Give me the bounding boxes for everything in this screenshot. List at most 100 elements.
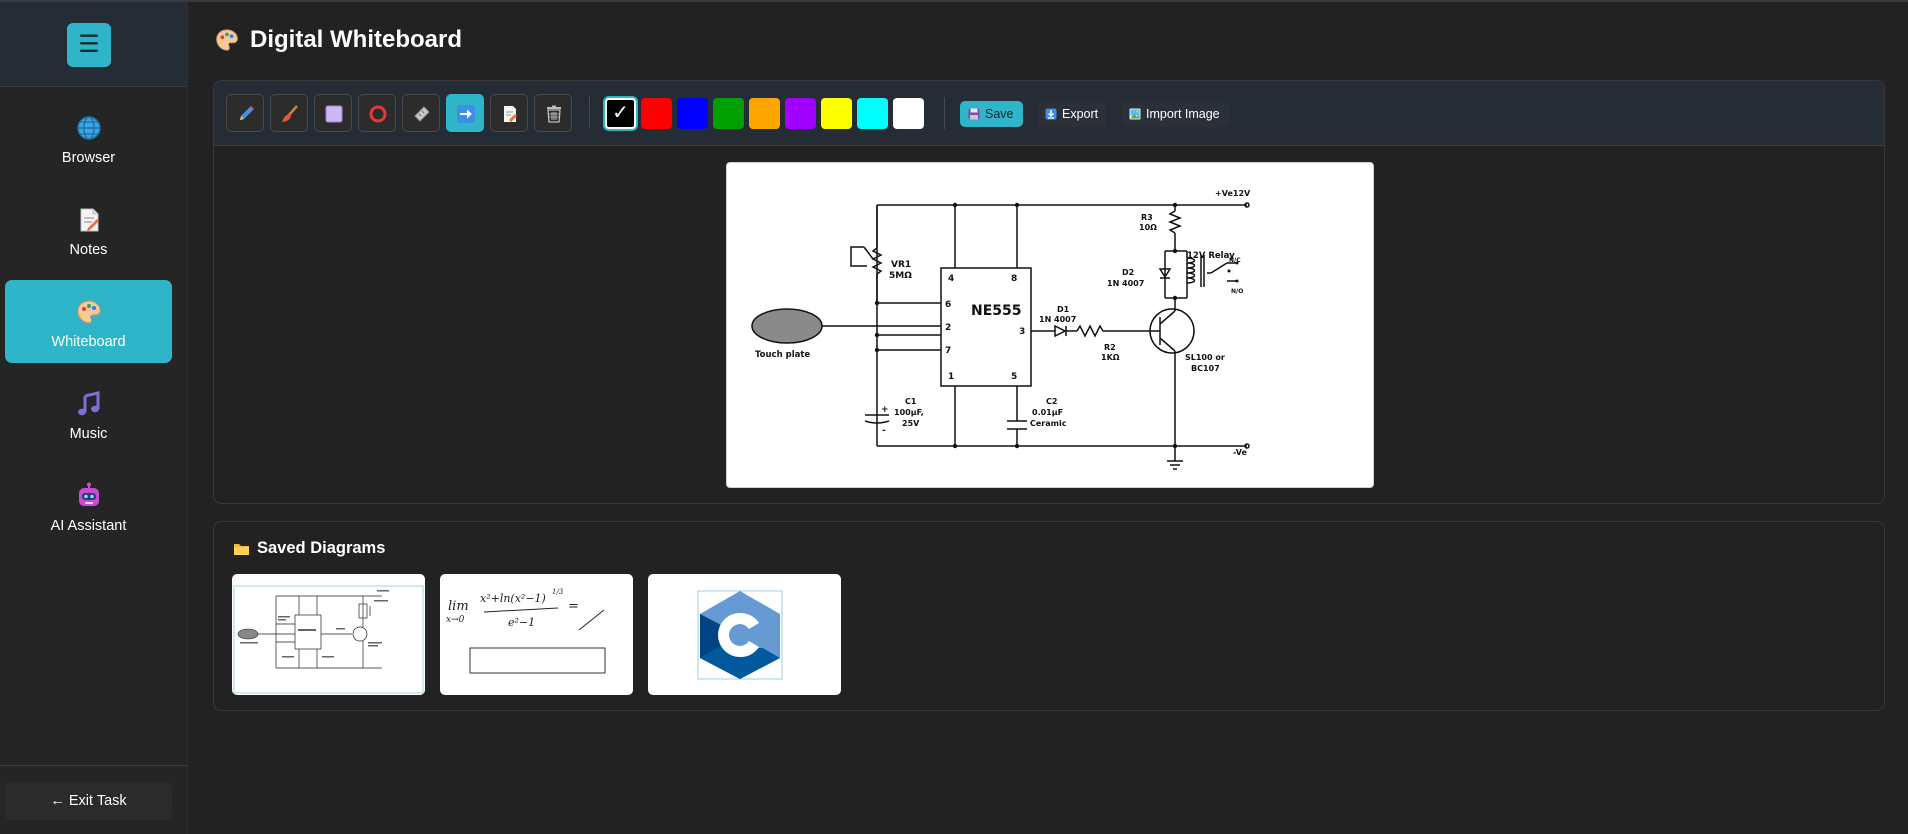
formula-exponent: 1/3 [552, 588, 564, 596]
arrow-tool-button[interactable] [446, 94, 484, 132]
sidebar-item-ai-assistant[interactable]: AI Assistant [5, 464, 172, 547]
brush-icon [282, 105, 298, 122]
saved-diagrams-panel: Saved Diagrams [213, 521, 1885, 711]
c1-value: 100µF, [894, 408, 924, 417]
text-icon [504, 106, 517, 122]
arrow-icon [457, 105, 475, 123]
sidebar-item-label: Browser [61, 150, 116, 166]
sidebar-item-label: AI Assistant [50, 518, 127, 534]
formula-numerator: x²+ln(x²−1) [480, 592, 546, 605]
toolbar-separator [944, 97, 945, 129]
c1-voltage: 25V [902, 419, 920, 428]
page-title: Digital Whiteboard [214, 24, 462, 56]
color-swatch-cyan[interactable] [857, 98, 888, 129]
pin-label: 5 [1011, 372, 1017, 382]
line-icon [414, 106, 430, 122]
exit-task-button[interactable]: ← Exit Task [5, 782, 172, 820]
menu-toggle-button[interactable]: ☰ [67, 23, 111, 67]
pen-icon [240, 106, 254, 120]
text-tool-button[interactable] [490, 94, 528, 132]
r3-value: 10Ω [1139, 223, 1157, 232]
saved-diagrams-title: Saved Diagrams [233, 539, 385, 558]
saved-diagram-thumbnail[interactable] [232, 574, 425, 695]
circuit-diagram: NE555 4 8 6 2 7 3 1 5 +Ve12V -Ve VR1 5MΩ… [751, 189, 1251, 470]
ic-name-label: NE555 [971, 303, 1022, 319]
palette-icon [76, 300, 101, 324]
transistor-label: SL100 or [1185, 353, 1225, 362]
color-swatch-black[interactable]: ✓ [605, 98, 636, 129]
palette-icon [216, 29, 238, 51]
d2-label: D2 [1122, 268, 1134, 277]
c1-plus-label: + [881, 405, 889, 415]
trash-icon [547, 105, 561, 123]
sidebar-item-label: Whiteboard [51, 334, 126, 350]
globe-icon [76, 116, 101, 140]
sidebar-item-label: Music [69, 426, 108, 442]
color-swatch-red[interactable] [641, 98, 672, 129]
c2-value: 0.01µF [1032, 408, 1063, 417]
save-button[interactable]: Save [960, 101, 1023, 127]
c2-type: Ceramic [1030, 419, 1067, 428]
sidebar-item-music[interactable]: Music [5, 372, 172, 455]
transistor-label: BC107 [1191, 364, 1220, 373]
circuit-thumbnail [233, 585, 424, 694]
circle-icon [369, 105, 387, 123]
download-icon [1045, 108, 1057, 120]
d1-label: D1 [1057, 305, 1070, 314]
folder-icon [234, 544, 249, 555]
save-button-label: Save [985, 107, 1014, 121]
c1-minus-label: - [882, 426, 886, 436]
saved-diagram-thumbnail[interactable] [648, 574, 841, 695]
toolbar-separator [589, 97, 590, 129]
sidebar-item-notes[interactable]: Notes [5, 188, 172, 271]
vr1-value: 5MΩ [889, 271, 912, 281]
brush-tool-button[interactable] [270, 94, 308, 132]
saved-diagram-thumbnail[interactable]: lim x→0 x²+ln(x²−1) 1/3 e²−1 = [440, 574, 633, 695]
d1-value: 1N 4007 [1039, 315, 1076, 324]
sidebar-item-label: Notes [69, 242, 108, 258]
whiteboard-panel: ✓ Save Export [213, 80, 1885, 504]
saved-diagrams-title-text: Saved Diagrams [257, 539, 386, 557]
drawing-canvas[interactable]: NE555 4 8 6 2 7 3 1 5 +Ve12V -Ve VR1 5MΩ… [726, 162, 1374, 488]
pin-label: 8 [1011, 274, 1017, 284]
picture-icon [1129, 108, 1141, 120]
export-button[interactable]: Export [1037, 101, 1108, 127]
formula-thumbnail: lim x→0 x²+ln(x²−1) 1/3 e²−1 = [446, 588, 606, 674]
vr1-label: VR1 [891, 260, 911, 270]
toolbar: ✓ Save Export [214, 81, 1884, 146]
c1-label: C1 [905, 397, 917, 406]
relay-nc-label: N/C [1229, 257, 1241, 264]
selected-check-icon: ✓ [612, 102, 629, 124]
color-swatch-purple[interactable] [785, 98, 816, 129]
r2-label: R2 [1104, 343, 1116, 352]
pen-tool-button[interactable] [226, 94, 264, 132]
color-swatch-green[interactable] [713, 98, 744, 129]
robot-icon [78, 482, 99, 506]
sidebar-header: ☰ [0, 2, 187, 87]
touch-plate-label: Touch plate [755, 350, 810, 360]
formula-equals: = [568, 599, 579, 614]
sidebar-divider [0, 765, 188, 766]
supply-negative-label: -Ve [1233, 448, 1247, 457]
color-swatch-blue[interactable] [677, 98, 708, 129]
color-swatch-yellow[interactable] [821, 98, 852, 129]
supply-positive-label: +Ve12V [1215, 189, 1251, 198]
formula-denominator: e²−1 [508, 616, 535, 629]
page-title-text: Digital Whiteboard [250, 26, 462, 53]
circle-tool-button[interactable] [358, 94, 396, 132]
clear-canvas-button[interactable] [534, 94, 572, 132]
color-swatch-white[interactable] [893, 98, 924, 129]
import-button-label: Import Image [1146, 107, 1220, 121]
pin-label: 4 [948, 274, 954, 284]
pin-label: 6 [945, 300, 951, 310]
r2-value: 1KΩ [1101, 353, 1120, 362]
rectangle-tool-button[interactable] [314, 94, 352, 132]
d2-value: 1N 4007 [1107, 279, 1144, 288]
top-border [0, 0, 1908, 2]
color-swatch-orange[interactable] [749, 98, 780, 129]
sidebar-item-whiteboard[interactable]: Whiteboard [5, 280, 172, 363]
line-tool-button[interactable] [402, 94, 440, 132]
import-image-button[interactable]: Import Image [1121, 101, 1229, 127]
relay-label: 12V Relay [1187, 251, 1235, 261]
sidebar-item-browser[interactable]: Browser [5, 96, 172, 179]
